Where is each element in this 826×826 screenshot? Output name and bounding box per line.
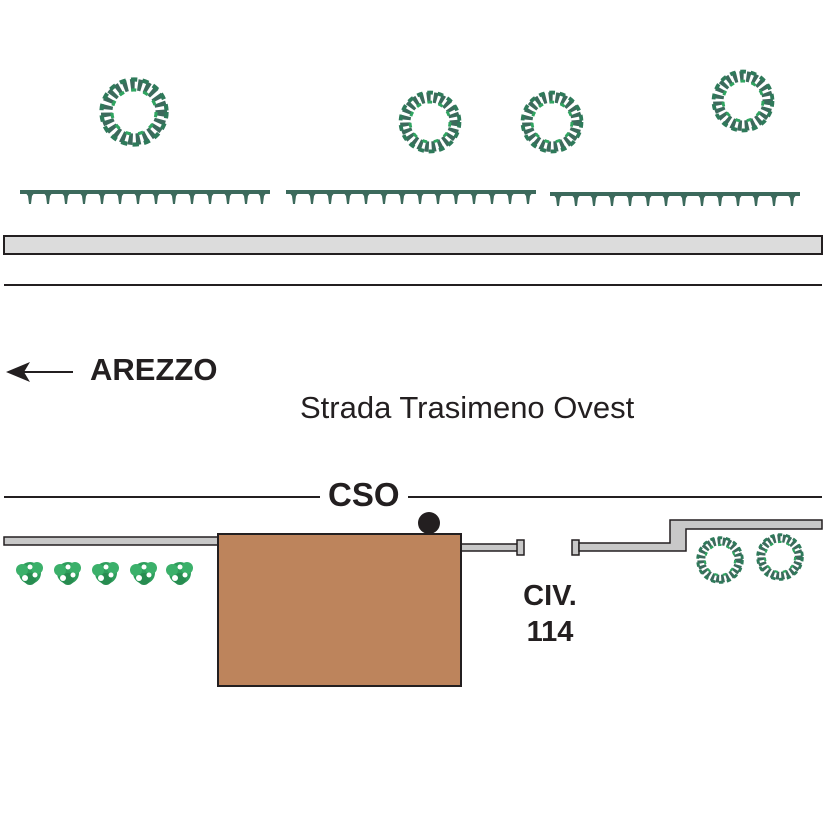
street-name: Strada Trasimeno Ovest xyxy=(300,390,635,425)
shrub-icon xyxy=(130,562,157,585)
tree-icon xyxy=(523,93,582,152)
civic-label-line2: 114 xyxy=(526,616,574,648)
tree-icon xyxy=(714,72,773,131)
shrub-icon xyxy=(166,562,193,585)
shrub-icon xyxy=(54,562,81,585)
tree-icon xyxy=(401,93,460,152)
arrow-left-icon xyxy=(6,362,73,382)
cso-label: CSO xyxy=(320,476,408,514)
tree-icon xyxy=(698,538,743,583)
sidewalk xyxy=(3,235,823,255)
civic-label-line1: CIV. xyxy=(523,580,577,612)
shrub-icon xyxy=(92,562,119,585)
hedge-icon xyxy=(550,192,800,206)
gate-post-left xyxy=(516,539,525,556)
building xyxy=(217,533,462,687)
direction-label: AREZZO xyxy=(90,352,218,387)
boundary-wall-right xyxy=(578,519,823,552)
gate-wall-left xyxy=(459,543,519,552)
hedge-icon xyxy=(286,190,536,204)
tree-icon xyxy=(101,79,166,144)
civic-number-label: CIV. 114 xyxy=(512,578,588,650)
tree-icon xyxy=(758,535,803,580)
gate-post-right xyxy=(571,539,580,556)
boundary-wall-left xyxy=(3,536,221,546)
manhole-icon xyxy=(418,512,440,534)
hedge-icon xyxy=(20,190,270,204)
shrub-icon xyxy=(16,562,43,585)
